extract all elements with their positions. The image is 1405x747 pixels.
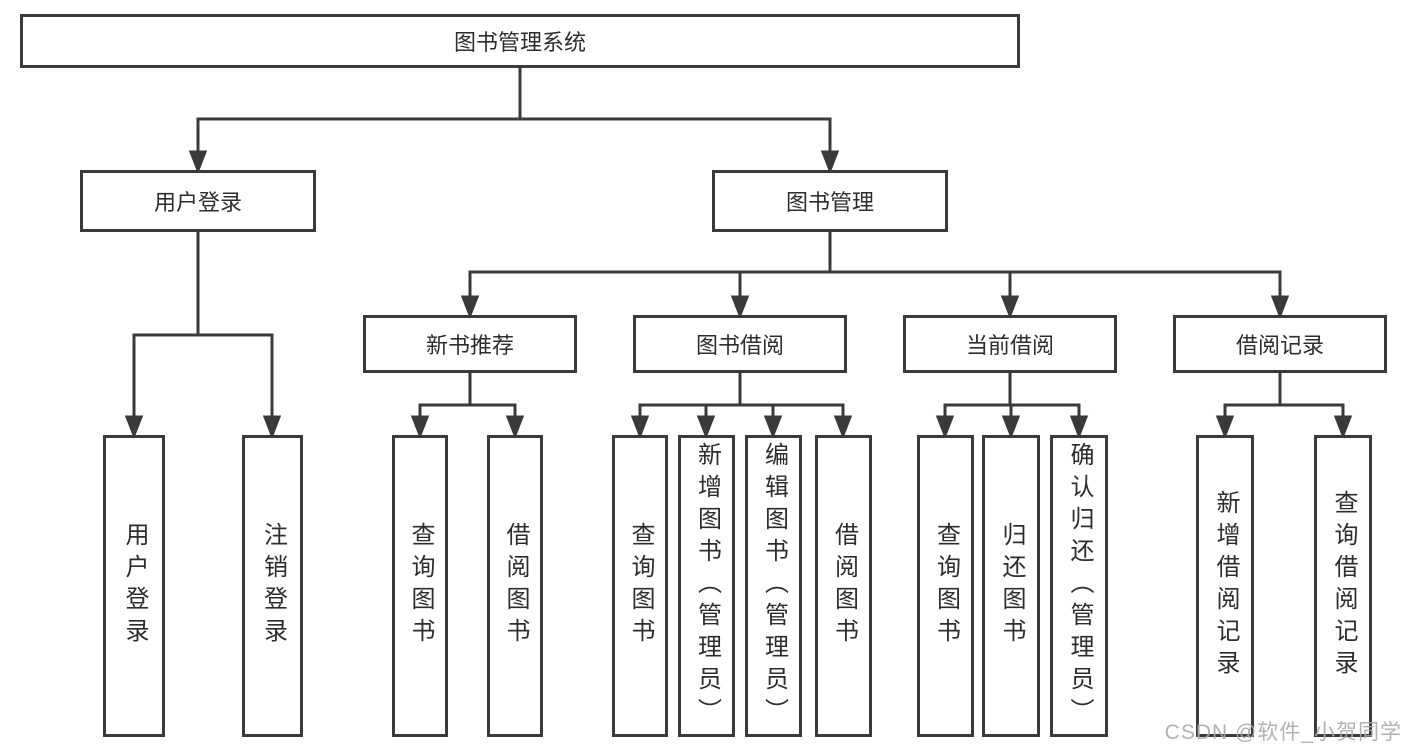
connector-root-to-level2 (188, 68, 840, 175)
node-current-borrowing: 当前借阅 (903, 315, 1117, 373)
connector-bookborrow-to-leaves (630, 373, 853, 440)
leaf-return-books: 归还图书 (982, 435, 1040, 737)
leaf-confirm-return-admin: 确认归还（管理员） (1050, 435, 1108, 737)
csdn-watermark: CSDN @软件_小贺同学 (1164, 721, 1402, 744)
leaf-borrow-books: 借阅图书 (815, 435, 872, 737)
leaf-logout: 注销登录 (242, 435, 303, 737)
node-book-borrowing: 图书借阅 (633, 315, 847, 373)
leaf-query-borrow-record: 查询借阅记录 (1314, 435, 1372, 737)
leaf-query-books-newbook: 查询图书 (392, 435, 448, 737)
connector-newbook-to-leaves (410, 373, 525, 440)
node-borrowing-records: 借阅记录 (1173, 315, 1387, 373)
node-user-login: 用户登录 (80, 170, 316, 232)
leaf-edit-books-admin: 编辑图书（管理员） (745, 435, 802, 737)
node-book-management: 图书管理 (712, 170, 948, 232)
connector-currentborrow-to-leaves (935, 373, 1089, 440)
connector-bookmgmt-to-level3 (460, 232, 1290, 320)
leaf-add-books-admin: 新增图书（管理员） (678, 435, 735, 737)
node-new-book-recommendation: 新书推荐 (363, 315, 577, 373)
leaf-user-login: 用户登录 (103, 435, 165, 737)
leaf-add-borrow-record: 新增借阅记录 (1196, 435, 1254, 737)
connector-borrowrecords-to-leaves (1215, 373, 1353, 440)
node-library-management-system: 图书管理系统 (20, 14, 1020, 68)
leaf-query-books-borrowing: 查询图书 (612, 435, 668, 737)
leaf-borrow-books-newbook: 借阅图书 (487, 435, 543, 737)
leaf-query-books-current: 查询图书 (917, 435, 974, 737)
connector-userlogin-to-leaves (124, 232, 282, 440)
